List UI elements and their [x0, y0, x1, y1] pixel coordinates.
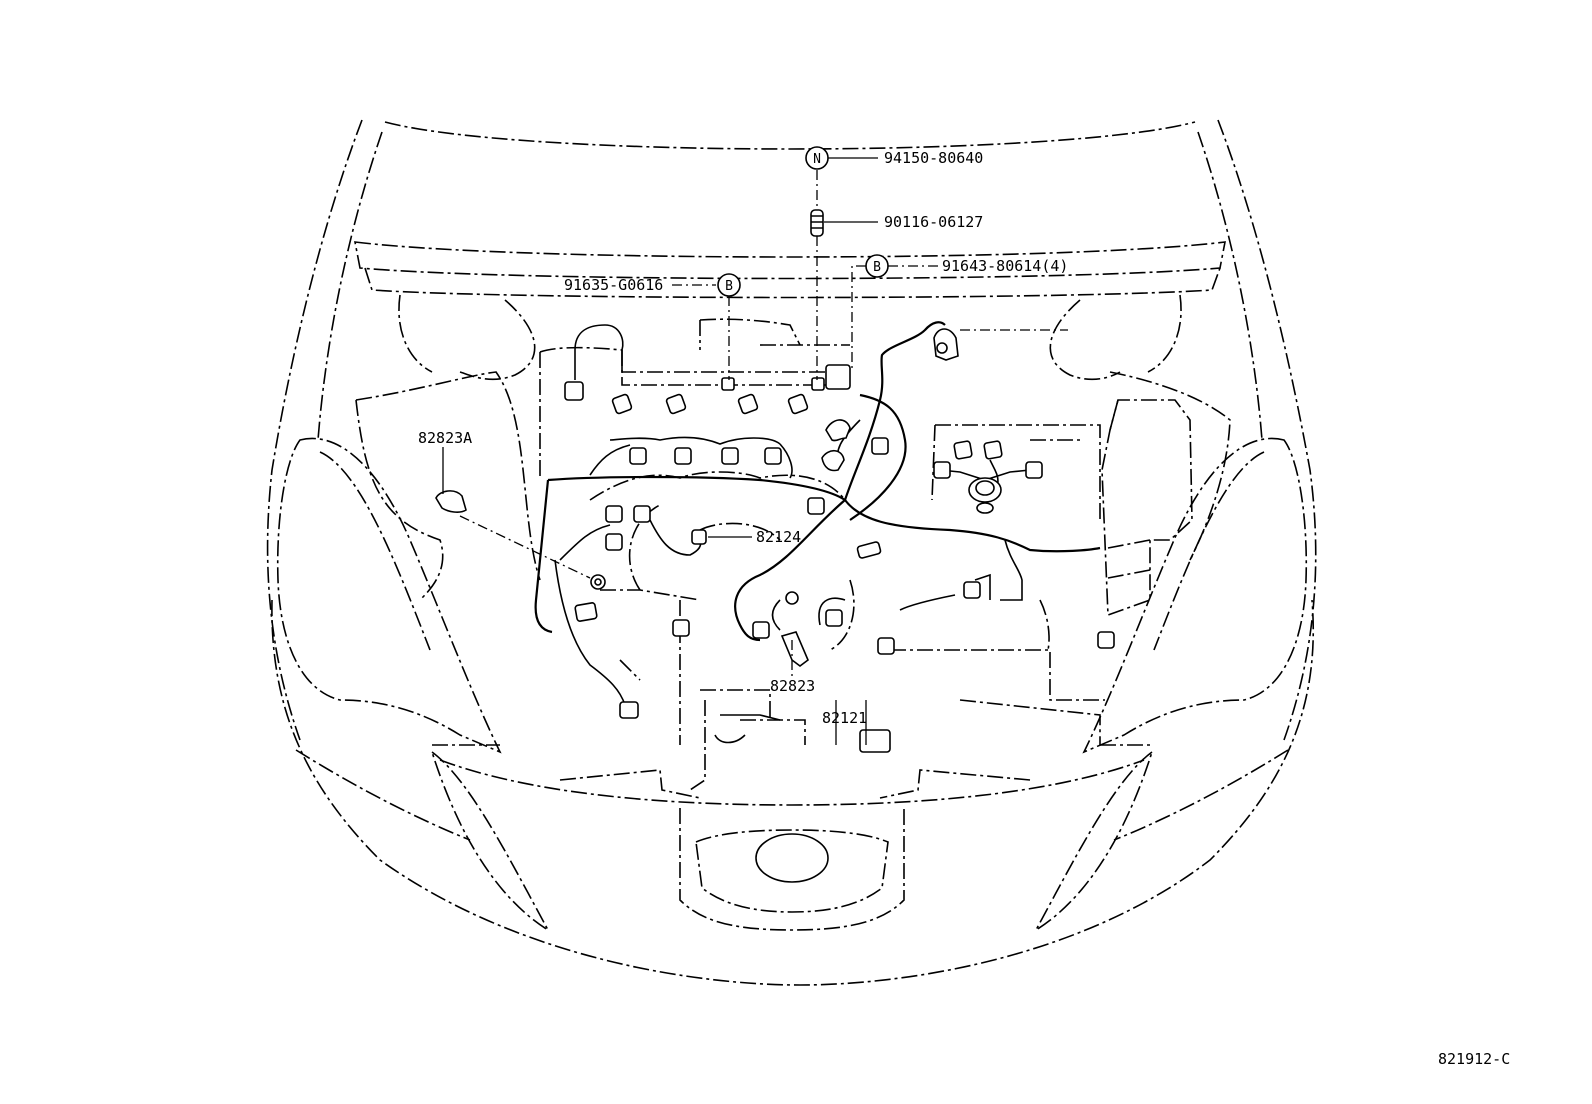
connector	[953, 440, 973, 460]
stud-icon	[810, 209, 824, 237]
connector	[574, 602, 598, 622]
marker-n-label: N	[813, 152, 821, 167]
connector	[721, 447, 739, 465]
connector	[963, 581, 981, 599]
connector	[859, 729, 891, 753]
connector	[605, 533, 623, 551]
callout-91635-g0616: 91635-G0616	[564, 276, 663, 294]
callout-82823: 82823	[770, 677, 815, 695]
marker-b-left-label: B	[725, 279, 733, 294]
engine-block	[539, 318, 1105, 791]
car-body-outline	[266, 119, 1317, 986]
connector	[619, 701, 639, 719]
marker-b-right: B	[865, 254, 889, 278]
connector	[564, 381, 584, 401]
connector	[1097, 631, 1115, 649]
figure-id: 821912-C	[1438, 1050, 1510, 1068]
connector	[1025, 461, 1043, 479]
connector	[983, 440, 1003, 460]
connector	[633, 505, 651, 523]
marker-n: N	[805, 146, 829, 170]
callout-82823a: 82823A	[418, 429, 472, 447]
connector	[811, 377, 825, 391]
callout-82121: 82121	[822, 709, 867, 727]
connector	[764, 447, 782, 465]
connector	[871, 437, 889, 455]
callout-94150-80640: 94150-80640	[884, 149, 983, 167]
battery	[1101, 399, 1193, 617]
connector	[933, 461, 951, 479]
relay-block	[931, 424, 1101, 520]
marker-b-left: B	[717, 273, 741, 297]
callout-82124: 82124	[756, 528, 801, 546]
callout-labels: 94150-80640 90116-06127 91643-80614(4) 9…	[418, 149, 1510, 1068]
connectors	[435, 209, 1115, 753]
connector	[737, 393, 759, 415]
connector	[752, 621, 770, 639]
connector	[807, 497, 825, 515]
callout-91643-80614: 91643-80614(4)	[942, 257, 1068, 275]
connector	[856, 541, 882, 559]
connector	[787, 393, 809, 415]
connector	[629, 447, 647, 465]
connector	[877, 637, 895, 655]
connector	[721, 377, 735, 391]
wire-harness	[534, 321, 1101, 744]
connector	[825, 609, 843, 627]
connector	[665, 393, 687, 415]
connector	[691, 529, 707, 545]
connector	[674, 447, 692, 465]
connector	[611, 393, 633, 415]
connector	[825, 364, 851, 390]
leader-lines	[442, 157, 1068, 745]
connector	[605, 505, 623, 523]
marker-b-right-label: B	[873, 260, 881, 275]
callout-90116-06127: 90116-06127	[884, 213, 983, 231]
connector	[672, 619, 690, 637]
